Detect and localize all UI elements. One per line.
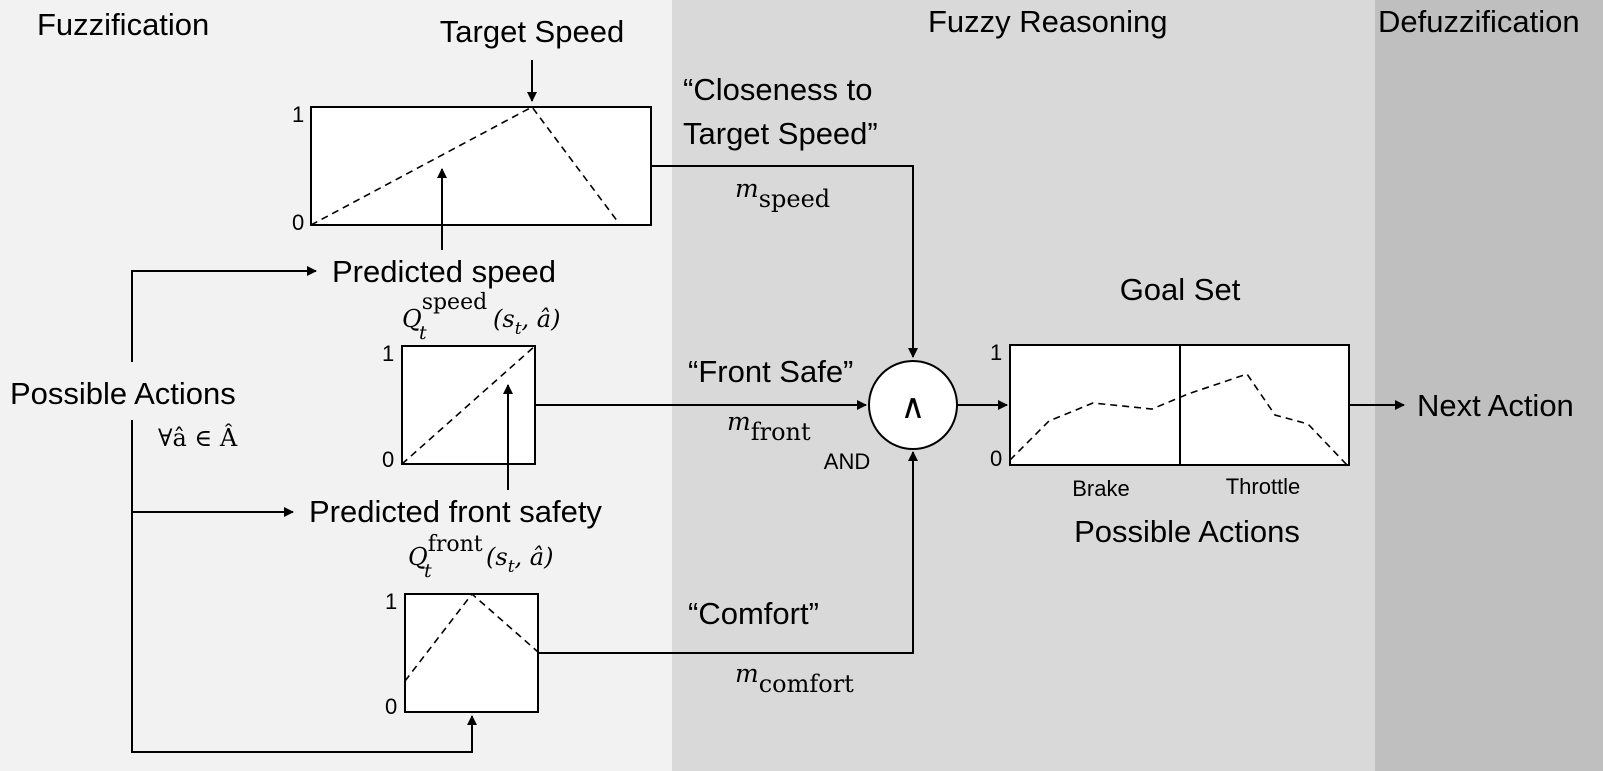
next-action-label: Next Action: [1417, 388, 1574, 423]
closeness-label-line2: Target Speed”: [683, 116, 878, 151]
comfort-label: “Comfort”: [688, 596, 819, 631]
fuzzification-heading: Fuzzification: [37, 7, 209, 42]
predicted-front-safety-label: Predicted front safety: [309, 494, 602, 529]
front-safe-label: “Front Safe”: [688, 354, 853, 389]
goal-plot-one-label: 1: [990, 340, 1002, 365]
m-speed-label: mspeed: [735, 174, 830, 213]
comfort-plot-zero-label: 0: [385, 694, 397, 719]
front-safety-membership-curve: [401, 345, 536, 465]
predicted-speed-label: Predicted speed: [332, 254, 556, 289]
brake-label: Brake: [1072, 476, 1129, 501]
possible-actions-label: Possible Actions: [10, 376, 236, 411]
speed-plot-one-label: 1: [292, 102, 304, 127]
closeness-label-line1: “Closeness to: [683, 72, 873, 107]
m-comfort-label: mcomfort: [735, 659, 854, 698]
goal-actions-axis-label: Possible Actions: [1074, 514, 1300, 549]
goal-plot-zero-label: 0: [990, 446, 1002, 471]
actions-to-speed-connector: [131, 266, 317, 362]
goal-set-title: Goal Set: [1120, 272, 1241, 307]
and-operator-symbol: ∧: [901, 387, 926, 427]
target-speed-label: Target Speed: [440, 14, 624, 49]
m-front-label: mfront: [727, 407, 811, 446]
front-plot-one-label: 1: [382, 341, 394, 366]
comfort-to-and-connector: [538, 451, 918, 654]
comfort-plot-one-label: 1: [385, 589, 397, 614]
speed-to-and-connector: [651, 165, 918, 358]
speed-membership-plot: [310, 106, 652, 226]
defuzzification-panel: [1375, 0, 1603, 771]
comfort-membership-curve: [404, 592, 539, 682]
actions-to-comfort-connector: [131, 420, 477, 753]
forall-actions-label: ∀â ∈ Â: [158, 423, 238, 452]
throttle-label: Throttle: [1226, 474, 1301, 499]
front-plot-zero-label: 0: [382, 447, 394, 472]
defuzzification-heading: Defuzzification: [1378, 4, 1580, 39]
and-label: AND: [824, 449, 870, 474]
speed-plot-zero-label: 0: [292, 210, 304, 235]
comfort-membership-plot: [404, 593, 539, 713]
fuzzy-reasoning-heading: Fuzzy Reasoning: [928, 4, 1168, 39]
